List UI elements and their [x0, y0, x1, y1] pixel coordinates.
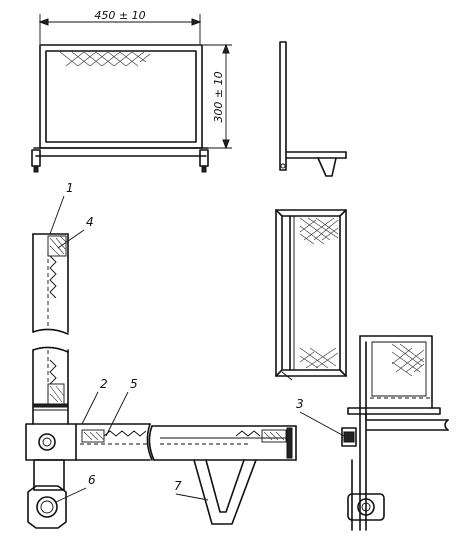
- callout-label-4: 4: [86, 215, 94, 229]
- callout-leader-3: [299, 411, 345, 437]
- callout-leader-1: [49, 195, 65, 235]
- section-mesh-bottom: [299, 347, 339, 369]
- callout-label-3: 3: [296, 397, 304, 411]
- frame-section-view: [275, 209, 347, 381]
- leg-bracket: [193, 459, 257, 525]
- bolt-joint-view: [341, 335, 449, 531]
- callout-leader-6: [55, 487, 87, 503]
- callout-leader-7: [175, 493, 209, 501]
- joint-mesh: [391, 343, 425, 377]
- section-mesh-top: [299, 217, 339, 245]
- dimension-width-label: 450 ± 10: [94, 9, 145, 22]
- callout-label-5: 5: [130, 377, 138, 391]
- dimension-height: 300 ± 10: [203, 43, 232, 150]
- side-upright: [279, 41, 287, 171]
- callout-label-1: 1: [66, 181, 74, 195]
- left-foot-bolt: [33, 165, 39, 173]
- callout-leader-4: [57, 229, 85, 249]
- right-foot: [199, 149, 209, 167]
- side-view: [279, 41, 347, 177]
- callout-label-6: 6: [88, 473, 96, 487]
- callout-leader-2: [81, 391, 99, 425]
- callouts: 1 4 2 5 6 7 3: [49, 181, 345, 503]
- mesh-pattern: [59, 51, 151, 67]
- callout-leader-5: [105, 391, 129, 437]
- left-foot: [31, 149, 41, 167]
- callout-label-7: 7: [174, 479, 182, 493]
- dimension-height-label: 300 ± 10: [212, 71, 225, 122]
- front-view: 450 ± 10 300 ± 10: [31, 9, 232, 173]
- corner-detail-view: [25, 233, 297, 529]
- side-leg: [317, 157, 337, 177]
- dimension-width: 450 ± 10: [38, 9, 202, 44]
- right-foot-bolt: [201, 165, 207, 173]
- frame-inner: [45, 50, 197, 143]
- callout-label-2: 2: [100, 377, 108, 391]
